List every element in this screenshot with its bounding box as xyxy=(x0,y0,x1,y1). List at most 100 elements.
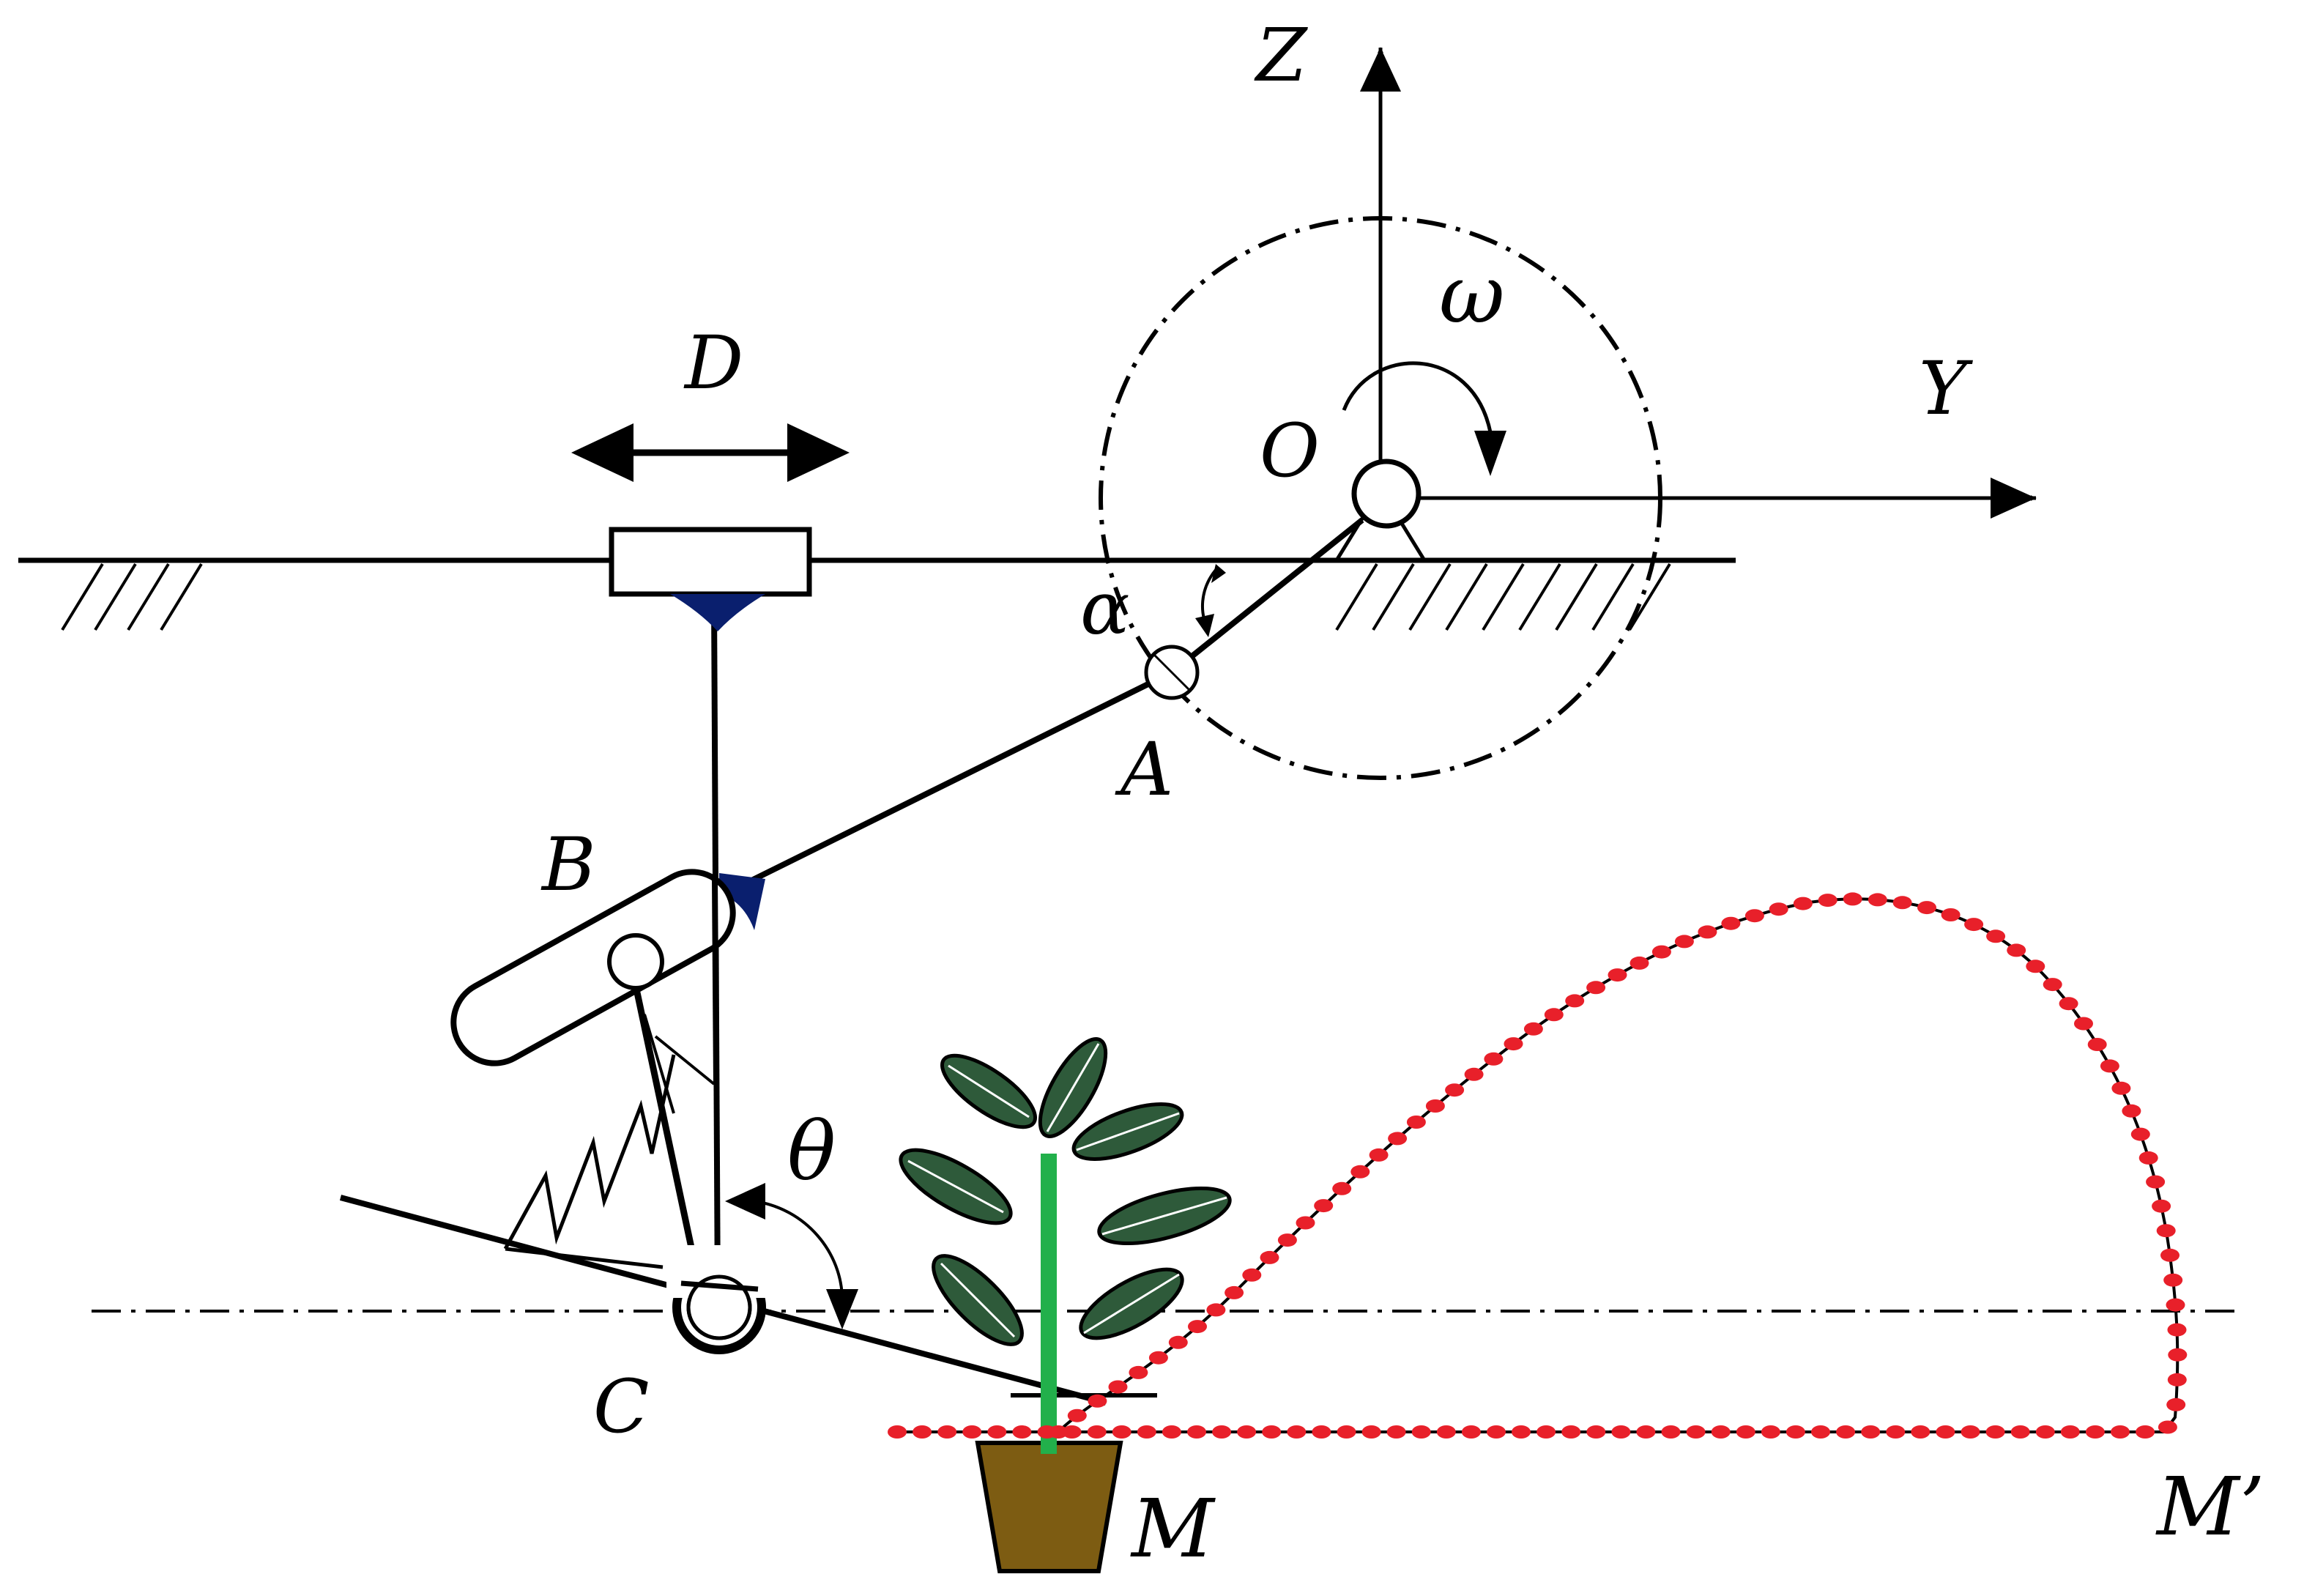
trajectory-point xyxy=(1818,894,1837,908)
trajectory-point xyxy=(1406,1116,1426,1129)
trajectory-point xyxy=(2100,1059,2119,1073)
trajectory-path xyxy=(897,897,2179,1433)
trajectory-point xyxy=(1744,909,1764,923)
pin-o xyxy=(1351,459,1422,529)
trajectory-point xyxy=(1137,1425,1156,1439)
trajectory-point xyxy=(2158,1420,2177,1434)
trajectory-point xyxy=(2167,1323,2187,1337)
joint-c-bar-pass xyxy=(680,1280,759,1292)
trajectory-point xyxy=(1212,1425,1232,1439)
trajectory-point xyxy=(1917,901,1936,915)
trajectory-point xyxy=(1350,1165,1370,1179)
joint-c-ring xyxy=(686,1274,752,1340)
trajectory-point xyxy=(1206,1303,1226,1317)
trajectory-point xyxy=(1861,1425,1881,1439)
trajectory-point xyxy=(1892,896,1912,910)
trajectory-point xyxy=(1487,1425,1506,1439)
trajectory-point xyxy=(2166,1398,2186,1411)
ground-hatching-right xyxy=(1335,563,1671,631)
trajectory-point xyxy=(1544,1008,1564,1022)
strut-inner xyxy=(643,1014,675,1114)
slider-d-label: D xyxy=(683,320,743,406)
trajectory-point xyxy=(1388,1132,1408,1146)
alpha-arrow-head-2 xyxy=(1211,564,1226,583)
spring-base xyxy=(505,1247,664,1269)
trajectory-point xyxy=(1536,1425,1556,1439)
trajectory-point xyxy=(1337,1425,1356,1439)
trajectory-point xyxy=(2138,1151,2158,1165)
trajectory-point xyxy=(1188,1320,1207,1334)
pot xyxy=(975,1441,1123,1573)
trajectory-point xyxy=(1936,1425,1955,1439)
trajectory-point xyxy=(1129,1365,1148,1379)
trajectory-point xyxy=(1586,981,1606,995)
trajectory-point xyxy=(1445,1083,1465,1097)
point-c-label: C xyxy=(593,1364,650,1450)
trajectory-point xyxy=(1961,1425,1980,1439)
y-axis-label: Y xyxy=(1919,346,1973,431)
trajectory-point xyxy=(1112,1425,1131,1439)
trajectory-point xyxy=(1361,1425,1381,1439)
ground xyxy=(18,557,1736,631)
trajectory-point xyxy=(937,1425,957,1439)
seedling xyxy=(899,1037,1232,1573)
trajectory-point xyxy=(2152,1199,2171,1213)
trajectory-point xyxy=(1332,1181,1352,1195)
trajectory-point xyxy=(1436,1425,1456,1439)
trajectory-point xyxy=(1425,1099,1445,1113)
point-a-label: A xyxy=(1115,727,1173,812)
trajectory-point xyxy=(1661,1425,1681,1439)
trajectory-point xyxy=(2087,1038,2107,1051)
trajectory-point xyxy=(1237,1425,1257,1439)
trajectory-point xyxy=(1461,1425,1481,1439)
trajectory-point xyxy=(2007,943,2026,957)
trajectory-point xyxy=(1067,1408,1087,1422)
trajectory-point xyxy=(1836,1425,1856,1439)
trajectory-point xyxy=(1651,945,1671,959)
slider-d xyxy=(609,527,812,597)
trajectory-point xyxy=(1162,1425,1181,1439)
trajectory-point xyxy=(1811,1425,1830,1439)
trajectory-point xyxy=(1369,1148,1389,1162)
trajectory-point xyxy=(1049,1425,1068,1439)
trajectory-point xyxy=(1464,1067,1484,1081)
alpha-arrow-head xyxy=(1195,614,1214,637)
trajectory-point xyxy=(1108,1380,1128,1394)
trajectory-point xyxy=(1411,1425,1431,1439)
trajectory-point xyxy=(1868,893,1887,907)
trajectory-point xyxy=(2168,1348,2188,1362)
z-axis-label: Z xyxy=(1254,12,1308,98)
trajectory-point xyxy=(2111,1425,2130,1439)
trajectory-point xyxy=(2167,1373,2187,1387)
trajectory-point xyxy=(1484,1052,1504,1066)
trajectory-point xyxy=(1721,916,1741,930)
trajectory-point xyxy=(1785,1425,1805,1439)
trajectory-point xyxy=(1225,1285,1244,1299)
trajectory-points xyxy=(888,892,2188,1439)
trajectory-point xyxy=(1711,1425,1731,1439)
trajectory-point xyxy=(888,1425,907,1439)
strut-bc xyxy=(633,992,703,1286)
trajectory-point xyxy=(2160,1248,2179,1262)
omega-rotation-arrow xyxy=(1342,361,1506,476)
weld-d xyxy=(670,594,765,631)
spring xyxy=(503,1054,676,1250)
trajectory-point xyxy=(2043,978,2062,992)
trajectory-point xyxy=(1242,1268,1262,1282)
trajectory-point xyxy=(1296,1216,1315,1230)
trajectory-point xyxy=(1629,956,1649,970)
trajectory-point xyxy=(1565,994,1585,1008)
leaves xyxy=(899,1037,1232,1346)
trajectory-point xyxy=(962,1425,982,1439)
trajectory-point xyxy=(1736,1425,1755,1439)
pin-b xyxy=(607,933,664,990)
trajectory-point xyxy=(1611,1425,1631,1439)
trajectory-point xyxy=(1088,1394,1107,1408)
weld-b xyxy=(719,873,765,930)
trajectory-point xyxy=(1793,897,1813,910)
trajectory-point xyxy=(2010,1425,2030,1439)
trajectory-point xyxy=(2026,960,2045,973)
trajectory-point xyxy=(1012,1425,1032,1439)
trajectory-point xyxy=(2059,997,2078,1011)
